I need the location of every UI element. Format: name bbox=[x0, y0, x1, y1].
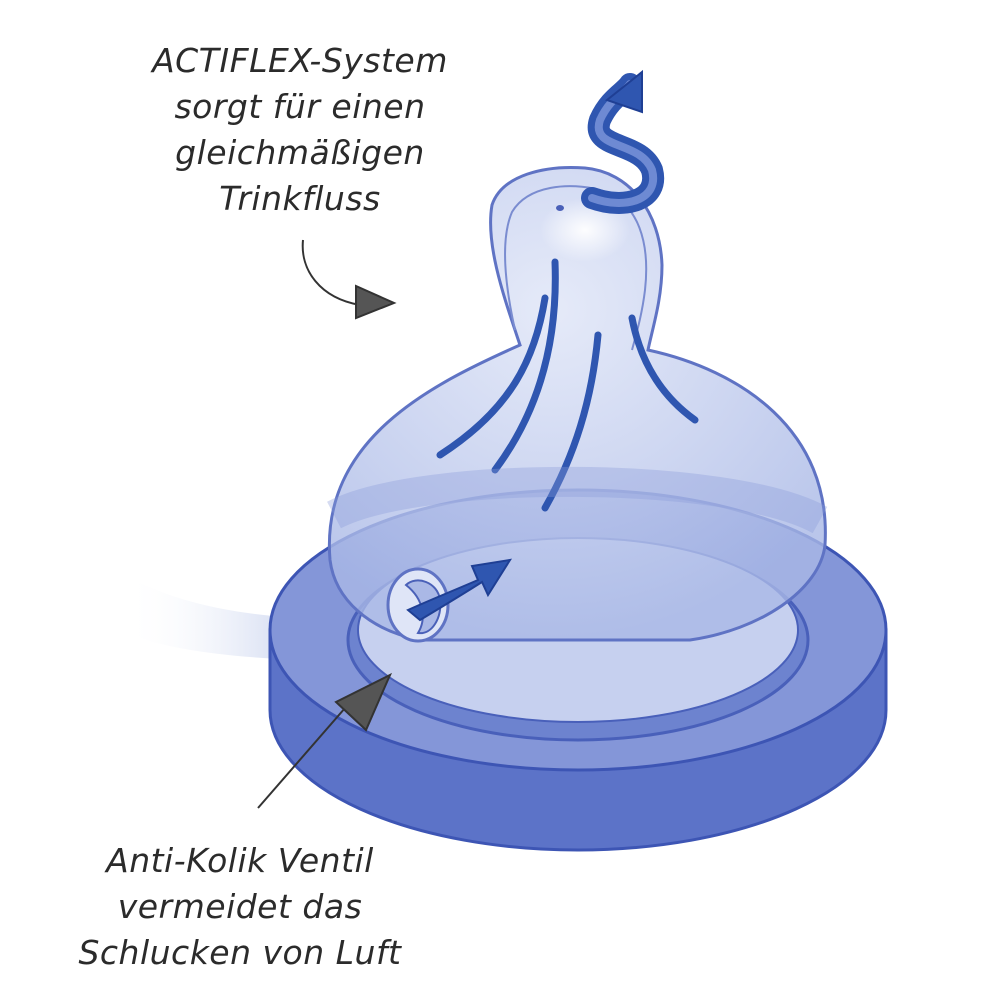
actiflex-caption-line: sorgt für einen bbox=[174, 87, 426, 126]
actiflex-caption: ACTIFLEX-System sorgt für einen gleichmä… bbox=[100, 38, 500, 222]
actiflex-pointer-arrow bbox=[301, 239, 397, 320]
drinking-flow-arrow bbox=[581, 69, 665, 214]
anti-colic-caption-line: Anti-Kolik Ventil bbox=[106, 841, 374, 880]
actiflex-ribs bbox=[436, 258, 699, 512]
anti-colic-caption-line: Schlucken von Luft bbox=[78, 933, 402, 972]
actiflex-caption-line: gleichmäßigen bbox=[175, 133, 425, 172]
actiflex-caption-line: ACTIFLEX-System bbox=[152, 41, 448, 80]
teat-body bbox=[327, 166, 827, 642]
actiflex-caption-line: Trinkfluss bbox=[219, 179, 381, 218]
valve-pointer-arrow bbox=[257, 672, 393, 809]
valve-flow-arrow bbox=[406, 558, 513, 622]
anti-colic-caption-line: vermeidet das bbox=[117, 887, 363, 926]
anti-colic-caption: Anti-Kolik Ventil vermeidet das Schlucke… bbox=[30, 838, 450, 976]
